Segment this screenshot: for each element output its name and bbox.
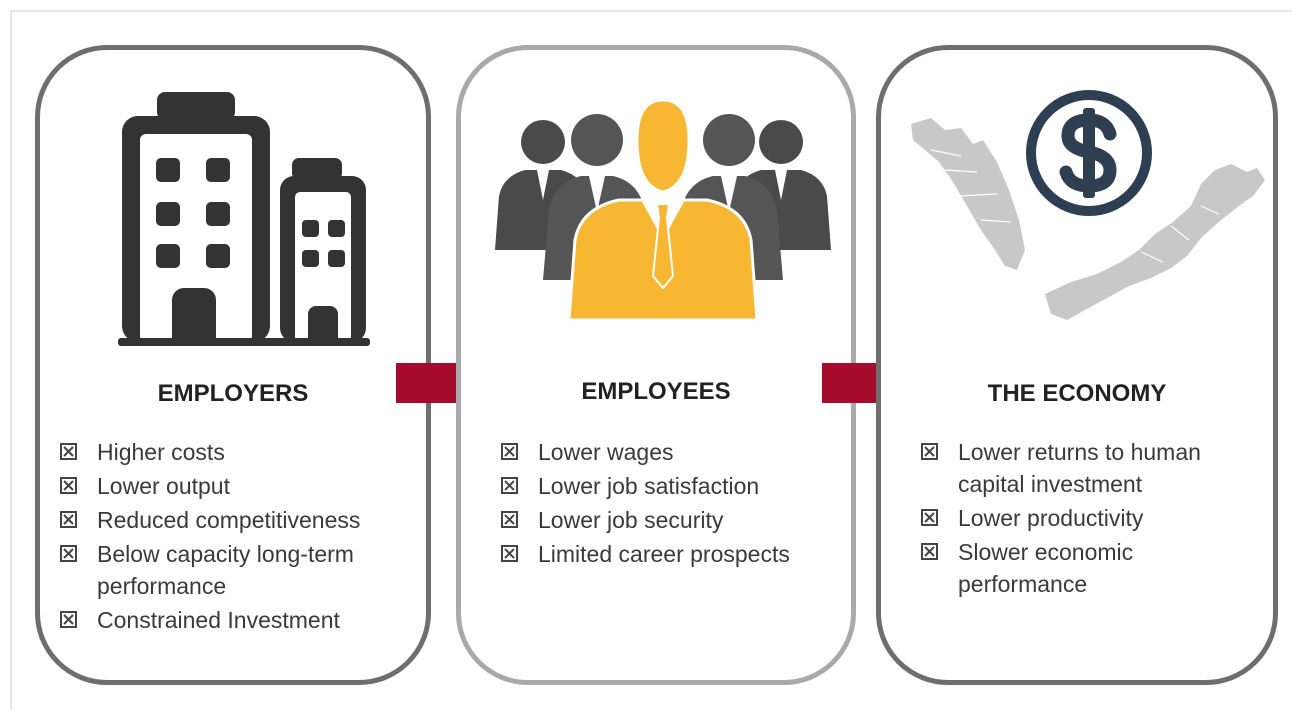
employees-group-icon xyxy=(495,100,831,320)
employees-list: Lower wages Lower job satisfaction Lower… xyxy=(501,436,851,572)
checkbox-x-icon xyxy=(60,611,77,628)
economy-panel: THE ECONOMY Lower returns to human capit… xyxy=(876,45,1278,685)
checkbox-x-icon xyxy=(501,477,518,494)
checkbox-x-icon xyxy=(60,477,77,494)
checkbox-x-icon xyxy=(921,509,938,526)
malaysia-map-icon xyxy=(911,118,1265,320)
list-item: Lower returns to human capital investmen… xyxy=(921,436,1261,500)
list-item: Slower economic performance xyxy=(921,536,1261,600)
figure-frame xyxy=(10,10,1292,710)
employers-title: EMPLOYERS xyxy=(157,380,309,407)
list-item: Constrained Investment xyxy=(60,604,400,636)
list-item: Reduced competitiveness xyxy=(60,504,400,536)
buildings-icon xyxy=(118,92,370,346)
list-item: Higher costs xyxy=(60,436,400,468)
checkbox-x-icon xyxy=(501,545,518,562)
list-item: Lower output xyxy=(60,470,400,502)
economy-list: Lower returns to human capital investmen… xyxy=(921,436,1261,602)
dollar-icon xyxy=(1026,90,1152,216)
list-item: Lower job satisfaction xyxy=(501,470,851,502)
list-item: Lower productivity xyxy=(921,502,1261,534)
checkbox-x-icon xyxy=(60,511,77,528)
employees-panel: EMPLOYEES Lower wages Lower job satisfac… xyxy=(456,45,856,685)
checkbox-x-icon xyxy=(60,545,77,562)
list-item: Limited career prospects xyxy=(501,538,851,570)
checkbox-x-icon xyxy=(501,511,518,528)
list-item: Lower wages xyxy=(501,436,851,468)
checkbox-x-icon xyxy=(60,443,77,460)
checkbox-x-icon xyxy=(921,543,938,560)
checkbox-x-icon xyxy=(501,443,518,460)
employers-panel: EMPLOYERS Higher costs Lower output Redu… xyxy=(35,45,431,685)
economy-title: THE ECONOMY xyxy=(987,380,1167,407)
list-item: Below capacity long-term performance xyxy=(60,538,400,602)
list-item: Lower job security xyxy=(501,504,851,536)
employees-title: EMPLOYEES xyxy=(581,378,731,405)
employers-list: Higher costs Lower output Reduced compet… xyxy=(60,436,400,638)
checkbox-x-icon xyxy=(921,443,938,460)
